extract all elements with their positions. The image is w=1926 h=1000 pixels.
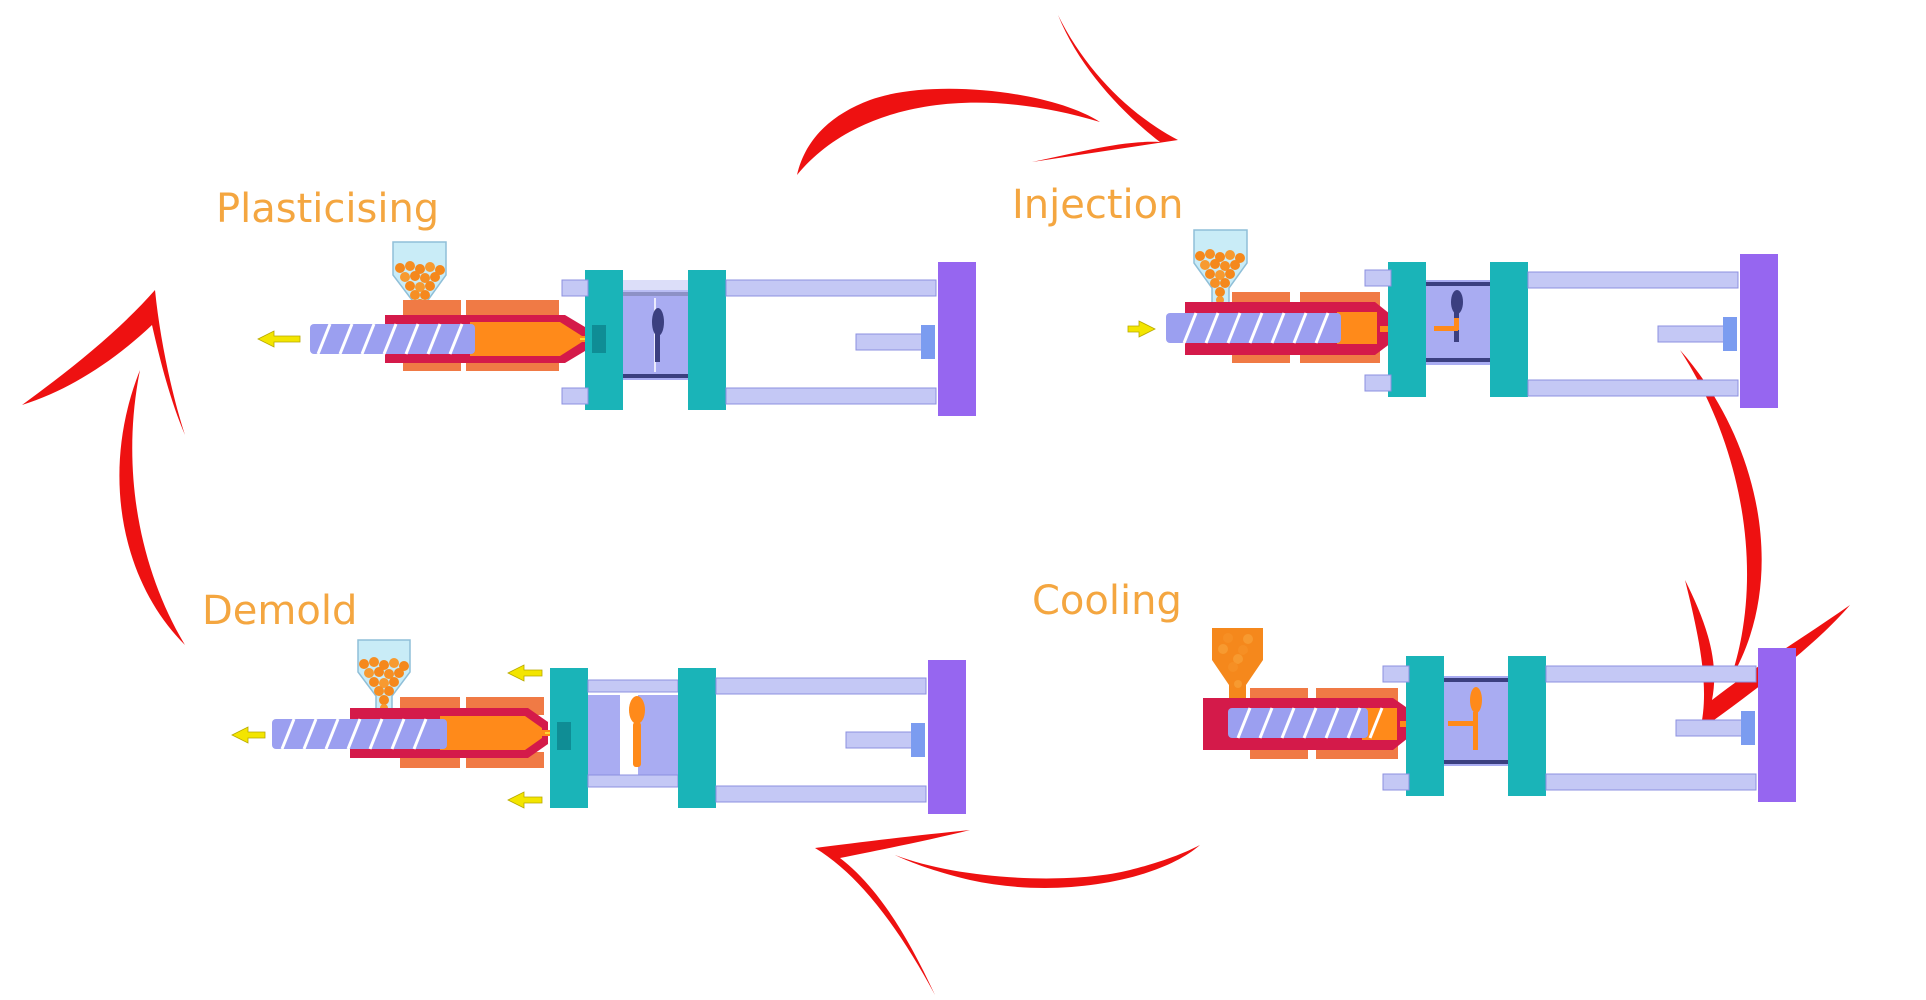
machine-plasticising [257, 241, 977, 417]
machine-injection [1127, 229, 1779, 409]
stage-label-demold: Demold [202, 588, 357, 634]
motion-arrow [231, 726, 266, 744]
cycle-arrow-right [1680, 350, 1850, 730]
machine-demold [231, 639, 967, 815]
motion-arrow [1127, 320, 1156, 338]
cycle-arrow-top [797, 15, 1178, 175]
hopper [1212, 628, 1263, 702]
cycle-arrow-bottom [815, 830, 1200, 995]
stage-label-plasticising: Plasticising [216, 186, 439, 232]
machine-cooling [1203, 628, 1797, 803]
stage-label-cooling: Cooling [1032, 578, 1182, 624]
stage-label-injection: Injection [1012, 182, 1183, 228]
motion-arrow [257, 330, 301, 348]
motion-arrow [507, 664, 543, 682]
cycle-arrow-left [22, 290, 185, 645]
motion-arrow [507, 791, 543, 809]
